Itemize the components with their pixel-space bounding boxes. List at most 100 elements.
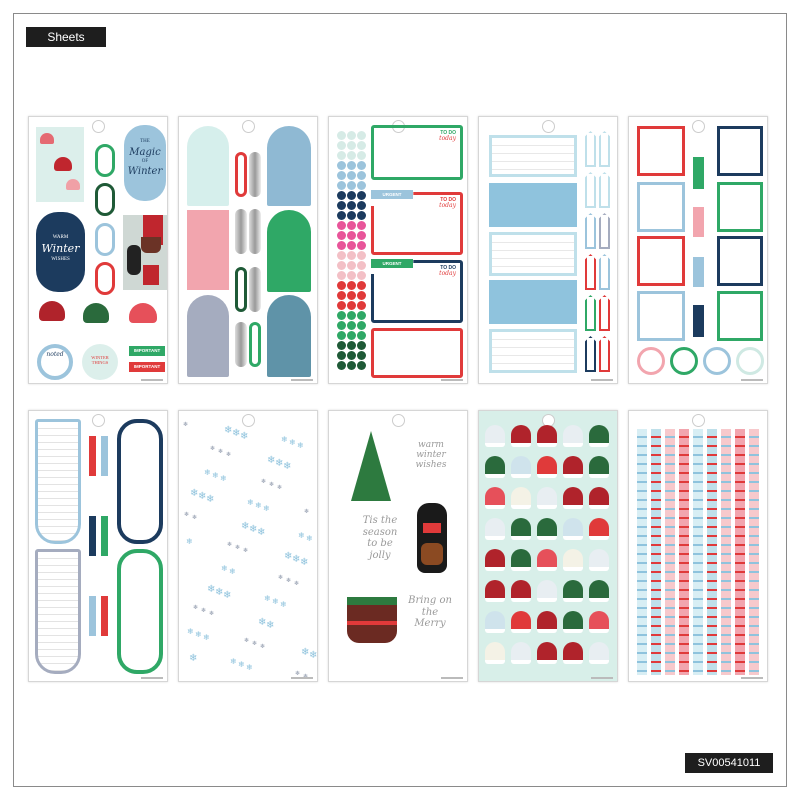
snowflake-icon: ❄ — [272, 597, 279, 606]
snowflake-icon: ❄ — [192, 515, 198, 521]
tab-column — [585, 131, 613, 381]
dot-sticker — [357, 171, 366, 180]
bow-circle-pink — [637, 347, 665, 375]
hat-sticker — [563, 549, 583, 571]
dot-sticker — [357, 331, 366, 340]
dot-sticker — [357, 301, 366, 310]
hat-sticker — [485, 642, 505, 664]
list-pad-gray — [35, 549, 81, 674]
frame-red — [637, 126, 685, 176]
dot-sticker — [347, 221, 356, 230]
dot-sticker — [347, 291, 356, 300]
sheets-label: Sheets — [26, 27, 106, 47]
bow-circle-blue — [703, 347, 731, 375]
urgent-label-green: URGENT — [371, 259, 413, 268]
bandana-shape — [423, 523, 441, 533]
hang-hole — [692, 120, 705, 133]
hat-sticker — [537, 456, 557, 478]
snowflake-icon: ❄ — [261, 479, 267, 485]
footer-url — [591, 379, 613, 381]
todo-box-navy: TO DO today — [371, 260, 463, 323]
sticker-sheet-4 — [478, 116, 618, 384]
snowflake-icon: ❄ — [203, 633, 210, 642]
snowflake-icon: ❄ — [289, 438, 296, 447]
dot-sticker — [347, 251, 356, 260]
hat-sticker — [589, 611, 609, 633]
paper-clip-silver — [249, 209, 261, 254]
snowflake-icon: ❄ — [215, 587, 224, 598]
tab-sticker — [585, 213, 596, 249]
snowflake-icon: ❄ — [264, 594, 271, 603]
dot-sticker — [347, 331, 356, 340]
frame-green — [717, 291, 763, 341]
snowflake-icon: ❄ — [187, 627, 194, 636]
hat-sticker — [511, 487, 531, 509]
footer-url — [741, 677, 763, 679]
dot-sticker — [337, 191, 346, 200]
snowflake-icon: ❄ — [263, 504, 270, 513]
snowflake-icon: ❄ — [232, 428, 241, 439]
tab-sticker — [599, 131, 610, 167]
ribbon-shape — [347, 621, 397, 625]
frame-red — [637, 236, 685, 286]
dot-sticker — [357, 181, 366, 190]
tag-text: Magic — [129, 146, 161, 158]
dot-sticker — [357, 191, 366, 200]
hat-sticker — [511, 425, 531, 447]
dot-sticker — [337, 291, 346, 300]
lined-label — [489, 329, 577, 373]
dot-sticker — [357, 241, 366, 250]
snowflake-icon: ❄ — [212, 471, 219, 480]
dot-sticker — [357, 361, 366, 370]
hang-hole — [692, 414, 705, 427]
washi-strip — [665, 429, 675, 675]
basket-label — [489, 280, 577, 324]
snowflake-icon: ❄ — [281, 435, 288, 444]
tab-pink — [693, 207, 704, 237]
bow-circle-green — [670, 347, 698, 375]
dot-sticker — [337, 211, 346, 220]
hang-hole — [542, 120, 555, 133]
dot-sticker — [337, 281, 346, 290]
oval-label-green — [95, 144, 115, 177]
paper-clip-dark-green — [235, 267, 247, 312]
snowflake-icon: ❄ — [277, 485, 283, 491]
hat-sticker-green — [83, 303, 109, 323]
hat-sticker — [589, 549, 609, 571]
frame-green-arch — [117, 549, 163, 674]
list-pad-blue — [35, 419, 81, 544]
lined-label — [489, 232, 577, 276]
snowflake-icon: ❄ — [227, 542, 233, 548]
bow-circle-mint — [736, 347, 764, 375]
hat-sticker — [537, 642, 557, 664]
snowflake-icon: ❄ — [218, 449, 224, 455]
hat-sticker — [589, 487, 609, 509]
snowflake-icon: ❄ — [298, 531, 305, 540]
tab-sticker — [585, 172, 596, 208]
urgent-label-blue: URGENT — [371, 190, 413, 199]
dot-sticker — [357, 251, 366, 260]
snowflake-icon: ❄ — [295, 671, 301, 677]
snowflake-icon: ❄ — [183, 422, 189, 428]
dot-sticker — [347, 141, 356, 150]
hat-sticker — [511, 456, 531, 478]
today-text: today — [439, 270, 456, 277]
dot-sticker — [337, 251, 346, 260]
sticker-sheet-1: THE Magic OF Winter WARM Winter WISHES n… — [28, 116, 168, 384]
snowflake-icon: ❄ — [229, 567, 236, 576]
tab-navy — [693, 305, 704, 337]
snowflake-icon: ❄ — [193, 605, 199, 611]
hat-sticker — [537, 611, 557, 633]
hat-sticker — [563, 518, 583, 540]
dot-sticker — [337, 151, 346, 160]
dot-sticker — [347, 171, 356, 180]
snowflake-icon: ❄ — [195, 630, 202, 639]
washi-strip — [637, 429, 647, 675]
tab-sticker — [585, 295, 596, 331]
dot-sticker — [357, 211, 366, 220]
lined-label — [489, 135, 577, 177]
tab-sticker — [585, 336, 596, 372]
magic-of-winter-tag: THE Magic OF Winter — [124, 125, 166, 201]
tab-sticker — [599, 336, 610, 372]
paper-clip-red — [235, 152, 247, 197]
